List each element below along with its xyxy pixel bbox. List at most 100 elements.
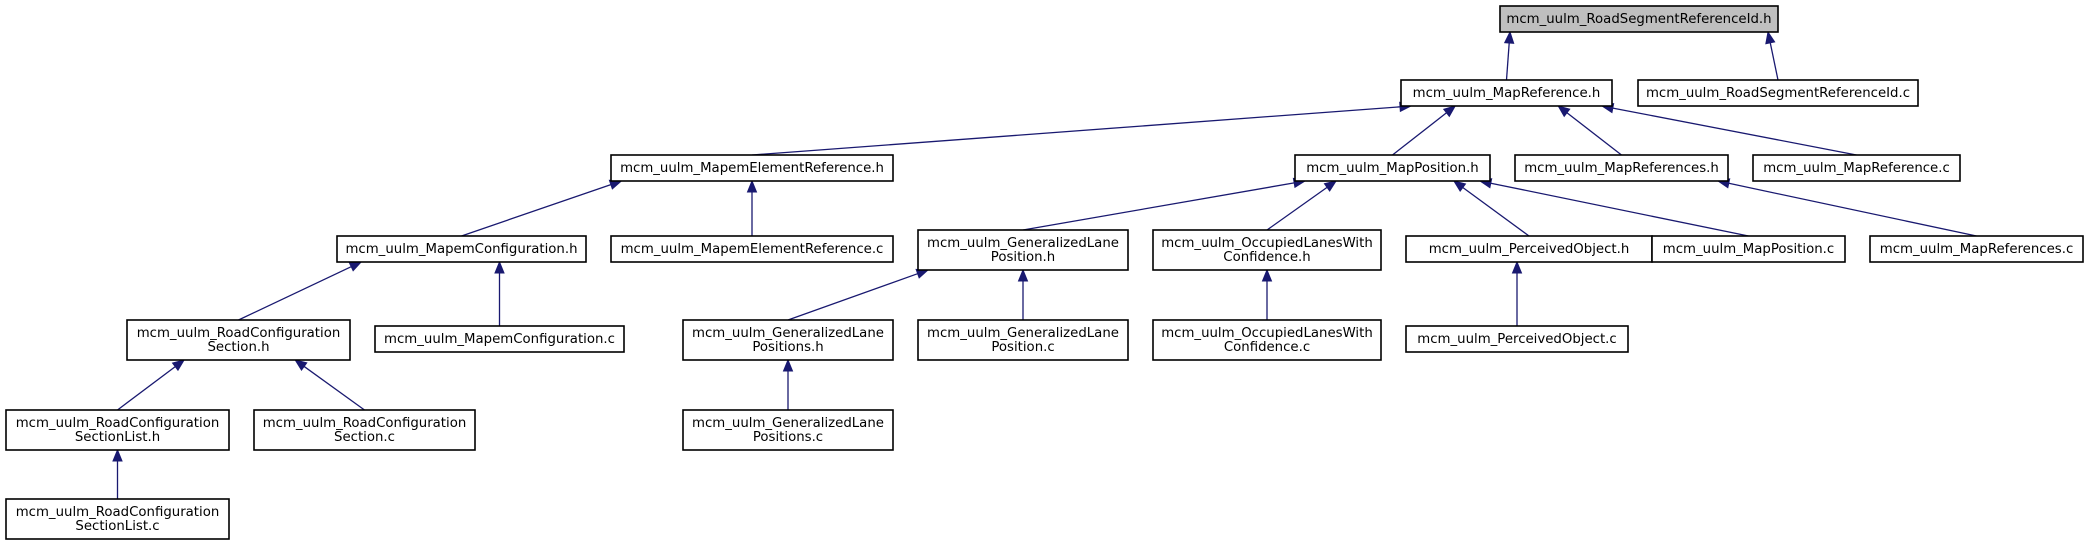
node-box[interactable] [336,235,587,263]
arrowhead-icon [171,359,186,372]
node-mcm-uulm-mapreferences-c[interactable]: mcm_uulm_MapReferences.c [1869,235,2084,263]
node-box[interactable] [1651,235,1846,263]
node-box[interactable] [1869,235,2084,263]
root-node-box[interactable] [1499,5,1779,33]
node-mcm-uulm-roadsegmentreferenceid-h[interactable]: mcm_uulm_RoadSegmentReferenceId.h [1499,5,1779,33]
node-box[interactable] [1152,229,1382,271]
edge-mcm-uulm-roadconfigurationsection-c-to-mcm-uulm-roadconfigurationsection-h [294,359,365,411]
node-box[interactable] [126,319,351,361]
node-mcm-uulm-mapreferences-h[interactable]: mcm_uulm_MapReferences.h [1514,154,1729,182]
nodes-layer: mcm_uulm_RoadSegmentReferenceId.h mcm_uul… [5,5,2084,540]
edge-line [1392,112,1447,156]
edge-mcm-uulm-perceivedobject-c-to-mcm-uulm-perceivedobject-h [1511,260,1523,326]
edge-mcm-uulm-mapreference-h-to-mcm-uulm-roadsegmentreferenceid-h [1503,30,1515,81]
node-label-line: mcm_uulm_GeneralizedLane [692,416,884,431]
edge-line [1022,182,1295,231]
edge-mcm-uulm-roadconfigurationsection-h-to-mcm-uulm-mapemconfiguration-h [238,261,363,321]
node-label-line: mcm_uulm_OccupiedLanesWith [1161,326,1373,341]
arrowhead-icon [348,261,363,272]
node-label-line: mcm_uulm_GeneralizedLane [692,326,884,341]
node-mcm-uulm-perceivedobject-h[interactable]: mcm_uulm_PerceivedObject.h [1405,235,1653,263]
node-label-line: mcm_uulm_MapemElementReference.h [620,161,884,176]
edge-mcm-uulm-mapemelementreference-h-to-mcm-uulm-mapreference-h [751,101,1413,156]
node-box[interactable] [1637,79,1919,107]
node-label-line: mcm_uulm_MapPosition.c [1663,242,1834,257]
node-label-line: mcm_uulm_PerceivedObject.c [1417,332,1616,347]
node-box[interactable] [1514,154,1729,182]
node-label-line: Confidence.h [1223,250,1310,265]
node-label-line: mcm_uulm_MapemConfiguration.h [345,242,577,257]
node-box[interactable] [682,319,894,361]
edge-line [117,366,176,411]
node-box[interactable] [5,498,230,540]
edge-line [1728,182,1977,237]
node-box[interactable] [610,235,894,263]
arrowhead-icon [1323,180,1338,192]
node-box[interactable] [1752,154,1961,182]
node-label-line: mcm_uulm_RoadSegmentReferenceId.c [1646,86,1910,101]
node-label-line: mcm_uulm_RoadConfiguration [16,416,220,431]
node-mcm-uulm-mapreference-h[interactable]: mcm_uulm_MapReference.h [1400,79,1613,107]
edge-line [751,106,1401,156]
node-mcm-uulm-mapemelementreference-h[interactable]: mcm_uulm_MapemElementReference.h [610,154,894,182]
node-box[interactable] [374,325,625,353]
node-box[interactable] [253,409,476,451]
node-label-line: mcm_uulm_OccupiedLanesWith [1161,236,1373,251]
node-mcm-uulm-roadsegmentreferenceid-c[interactable]: mcm_uulm_RoadSegmentReferenceId.c [1637,79,1919,107]
node-label-line: Position.c [991,340,1054,355]
node-box[interactable] [1405,325,1629,353]
arrowhead-icon [1442,105,1457,118]
node-box[interactable] [610,154,894,182]
node-box[interactable] [1405,235,1653,263]
edge-mcm-uulm-perceivedobject-h-to-mcm-uulm-mapposition-h [1452,180,1530,237]
node-label-line: mcm_uulm_MapReferences.h [1524,161,1719,176]
edge-mcm-uulm-roadsegmentreferenceid-c-to-mcm-uulm-roadsegmentreferenceid-h [1765,30,1779,81]
node-mcm-uulm-mapemconfiguration-c[interactable]: mcm_uulm_MapemConfiguration.c [374,325,625,353]
edge-mcm-uulm-roadconfigurationsectionlist-h-to-mcm-uulm-roadconfigurationsection-h [117,359,186,411]
node-mcm-uulm-mapemelementreference-c[interactable]: mcm_uulm_MapemElementReference.c [610,235,894,263]
node-mcm-uulm-perceivedobject-c[interactable]: mcm_uulm_PerceivedObject.c [1405,325,1629,353]
arrowhead-icon [1503,30,1515,44]
node-mcm-uulm-mapemconfiguration-h[interactable]: mcm_uulm_MapemConfiguration.h [336,235,587,263]
node-mcm-uulm-mapreference-c[interactable]: mcm_uulm_MapReference.c [1752,154,1961,182]
node-box[interactable] [682,409,894,451]
node-label-line: Section.c [334,430,395,445]
node-box[interactable] [1152,319,1382,361]
edge-line [1462,186,1530,237]
node-label-line: mcm_uulm_MapReference.h [1413,86,1601,101]
node-mcm-uulm-mapposition-c[interactable]: mcm_uulm_MapPosition.c [1651,235,1846,263]
arrowhead-icon [112,448,123,462]
node-box[interactable] [1294,154,1491,182]
edge-line [787,273,918,321]
node-mcm-uulm-mapposition-h[interactable]: mcm_uulm_MapPosition.h [1294,154,1491,182]
edge-mcm-uulm-generalizedlanepositions-c-to-mcm-uulm-generalizedlanepositions-h [782,358,794,410]
node-label-line: mcm_uulm_MapPosition.h [1306,161,1479,176]
node-box[interactable] [1400,79,1613,107]
node-box[interactable] [917,319,1129,361]
node-label-line: mcm_uulm_RoadConfiguration [137,326,341,341]
node-label-line: Positions.h [752,340,823,355]
node-label-line: mcm_uulm_MapemElementReference.c [621,242,884,257]
edge-mcm-uulm-mapreferences-h-to-mcm-uulm-mapreference-h [1557,105,1622,156]
node-box[interactable] [5,409,230,451]
edge-line [461,183,612,237]
edge-mcm-uulm-mapreferences-c-to-mcm-uulm-mapreferences-h [1716,178,1977,237]
node-box[interactable] [917,229,1129,271]
arrowhead-icon [1261,268,1273,282]
edge-mcm-uulm-occupiedlaneswithconfidence-c-to-mcm-uulm-occupiedlaneswithconfidence-h [1261,268,1273,320]
node-label-line: Confidence.c [1224,340,1310,355]
edge-mcm-uulm-mapreference-c-to-mcm-uulm-mapreference-h [1600,103,1857,156]
node-label-line: mcm_uulm_MapemConfiguration.c [384,332,615,347]
node-label-line: Section.h [207,340,269,355]
